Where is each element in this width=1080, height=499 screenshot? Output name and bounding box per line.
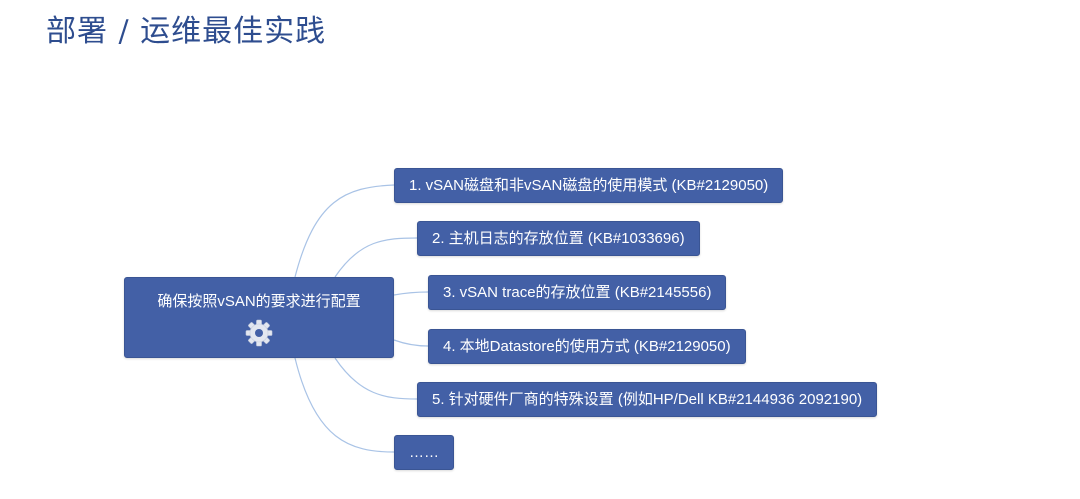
connector-branch-6 [294,357,395,453]
page-title: 部署 / 运维最佳实践 [46,14,327,49]
branch-node-3[interactable]: 3. vSAN trace的存放位置 (KB#2145556) [428,275,727,310]
branch-node-2[interactable]: 2. 主机日志的存放位置 (KB#1033696) [417,221,700,256]
branch-node-5[interactable]: 5. 针对硬件厂商的特殊设置 (例如HP/Dell KB#2144936 209… [417,382,878,417]
branch-node-4[interactable]: 4. 本地Datastore的使用方式 (KB#2129050) [428,329,746,364]
connector-branch-5 [334,357,418,400]
root-node-label: 确保按照vSAN的要求进行配置 [157,293,361,310]
root-node[interactable]: 确保按照vSAN的要求进行配置 [124,277,394,358]
connector-branch-4 [393,339,429,347]
branch-node-1[interactable]: 1. vSAN磁盘和非vSAN磁盘的使用模式 (KB#2129050) [394,168,784,203]
connector-branch-2 [334,237,418,278]
connector-branch-1 [294,184,395,278]
gear-icon [245,319,273,347]
branch-node-6[interactable]: …… [394,435,454,470]
connector-branch-3 [393,291,429,296]
